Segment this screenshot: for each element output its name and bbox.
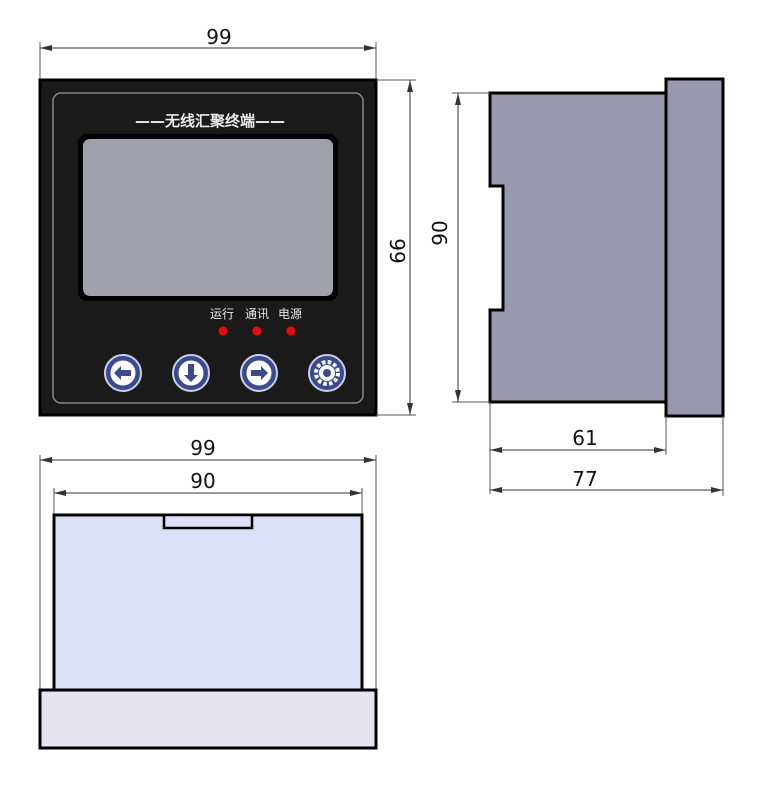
top-outer-width-dimension: 99 <box>39 436 377 690</box>
side-total-depth-dimension: 77 <box>490 416 724 496</box>
front-height-label: 99 <box>385 238 409 263</box>
top-inner-width-dimension: 90 <box>53 469 363 515</box>
led-label-comm: 通讯 <box>245 307 269 321</box>
display-screen <box>83 139 333 296</box>
top-bezel <box>38 688 378 750</box>
left-button[interactable] <box>104 354 142 392</box>
gear-icon <box>314 360 340 386</box>
side-height-dimension: 90 <box>428 92 490 403</box>
side-view: 90 61 77 <box>428 77 725 496</box>
led-run <box>217 325 229 337</box>
panel-title: ——无线汇聚终端—— <box>135 112 285 130</box>
side-bezel <box>664 77 725 418</box>
led-comm <box>251 325 263 337</box>
down-button[interactable] <box>172 354 210 392</box>
right-arrow-icon <box>251 366 268 380</box>
left-arrow-icon <box>114 366 131 380</box>
top-view: 99 90 <box>38 436 378 750</box>
side-height-label: 90 <box>428 220 452 245</box>
front-width-label: 99 <box>206 25 231 49</box>
led-label-power: 电源 <box>278 307 302 321</box>
side-total-depth-label: 77 <box>572 467 597 491</box>
front-height-dimension: 99 <box>376 79 416 416</box>
led-power <box>285 325 297 337</box>
front-width-dimension: 99 <box>39 25 377 80</box>
settings-button[interactable] <box>308 354 346 392</box>
top-outer-width-label: 99 <box>190 436 215 460</box>
side-body-depth-dimension: 61 <box>489 402 667 494</box>
side-body <box>488 91 668 404</box>
down-arrow-icon <box>184 364 198 382</box>
top-inner-width-label: 90 <box>190 469 215 493</box>
top-clip <box>162 513 254 530</box>
top-body <box>52 513 364 692</box>
right-button[interactable] <box>240 354 278 392</box>
led-label-run: 运行 <box>210 307 234 321</box>
front-view: 99 ——无线汇聚终端—— 运行 通讯 电源 <box>38 25 416 417</box>
panel-inner-frame <box>52 92 364 404</box>
side-body-depth-label: 61 <box>572 426 597 450</box>
